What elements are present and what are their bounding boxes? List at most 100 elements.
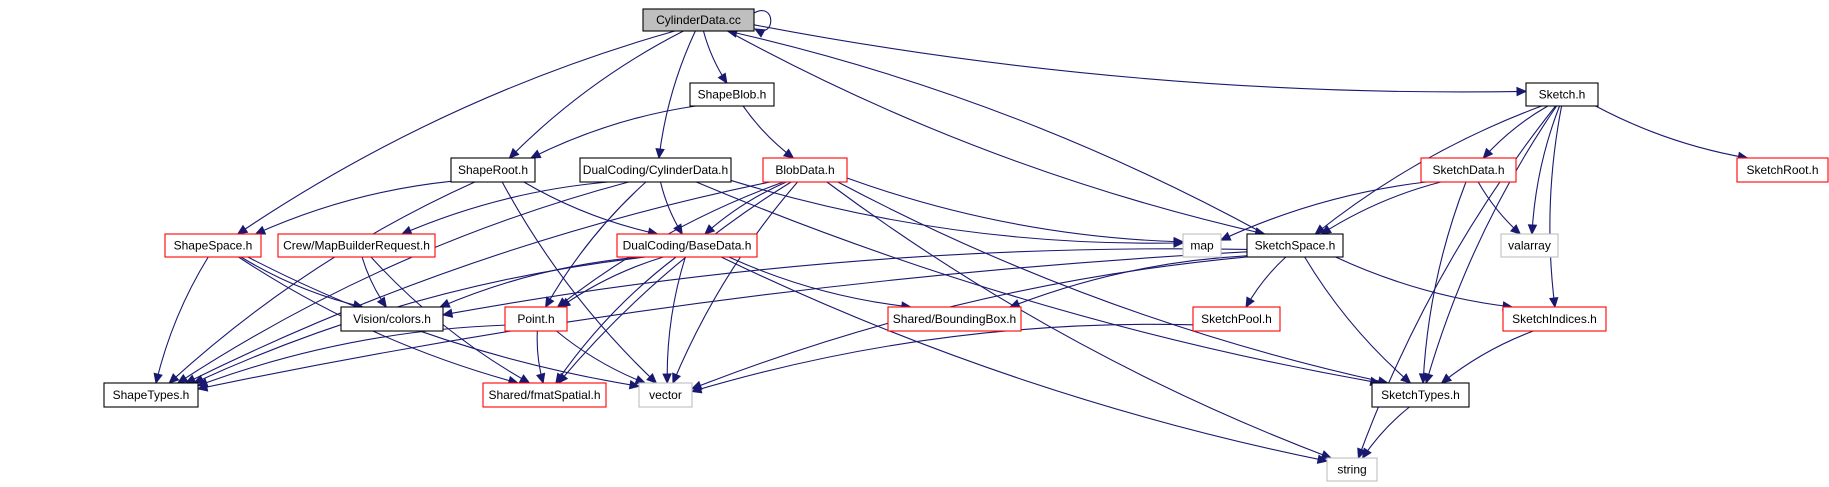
node-label: CylinderData.cc <box>656 13 741 27</box>
edge-arrowhead <box>196 377 209 387</box>
edge-dualcoding-cylinderdata-h-to-point-h <box>545 181 647 309</box>
edge-line <box>1441 330 1534 384</box>
edge-arrowhead <box>555 372 566 385</box>
edge-line <box>1531 105 1561 235</box>
edge-arrowhead <box>1320 450 1333 460</box>
node-label: ShapeSpace.h <box>174 239 253 253</box>
node-sketch-h[interactable]: Sketch.h <box>1525 82 1599 107</box>
edge-arrowhead <box>400 225 413 235</box>
node-label: valarray <box>1508 239 1551 253</box>
edge-sketchindices-h-to-sketchtypes-h <box>1440 330 1534 384</box>
edge-arrowhead <box>376 296 387 309</box>
edge-line <box>155 256 209 384</box>
edge-line <box>523 181 658 235</box>
edge-line <box>728 256 911 308</box>
edge-shapeblob-h-to-shaperoot-h <box>529 105 696 159</box>
node-shaperoot-h[interactable]: ShapeRoot.h <box>450 157 536 183</box>
node-box <box>482 382 607 408</box>
edge-cylinderdata-cc-to-sketch-h <box>753 24 1528 97</box>
node-label: DualCoding/CylinderData.h <box>583 163 728 177</box>
edge-line <box>658 30 696 159</box>
node-point-h[interactable]: Point.h <box>504 306 568 332</box>
node-shared-fmatspatial-h[interactable]: Shared/fmatSpatial.h <box>482 382 607 408</box>
node-shapeblob-h[interactable]: ShapeBlob.h <box>689 82 775 107</box>
node-shapetypes-h[interactable]: ShapeTypes.h <box>103 382 199 408</box>
node-sketchroot-h[interactable]: SketchRoot.h <box>1736 157 1829 183</box>
node-dualcoding-basedata-h[interactable]: DualCoding/BaseData.h <box>616 233 758 258</box>
edges-layer <box>153 10 1749 464</box>
node-box <box>689 82 775 107</box>
node-vision-colors-h[interactable]: Vision/colors.h <box>340 306 444 332</box>
node-cylinderdata-cc[interactable]: CylinderData.cc <box>642 8 755 32</box>
edge-line <box>1595 105 1748 159</box>
node-sketchpool-h[interactable]: SketchPool.h <box>1192 306 1281 332</box>
edge-line <box>691 256 1248 390</box>
node-box <box>1192 306 1281 332</box>
edge-cylinderdata-cc-to-cylinderdata-cc <box>753 10 772 38</box>
node-box <box>340 306 444 332</box>
edge-line <box>1422 181 1467 384</box>
edge-arrowhead <box>545 296 555 309</box>
edge-line <box>672 181 798 384</box>
edge-arrowhead <box>655 147 665 160</box>
edge-line <box>826 181 1332 459</box>
edge-line <box>696 181 1380 384</box>
edge-sketchtypes-h-to-string <box>1361 406 1410 460</box>
node-dualcoding-cylinderdata-h[interactable]: DualCoding/CylinderData.h <box>579 157 732 183</box>
node-label: vector <box>649 388 682 402</box>
edge-line <box>560 256 664 308</box>
edge-dualcoding-cylinderdata-h-to-crew-mapbuilderrequest-h <box>400 181 609 235</box>
edge-cylinderdata-cc-to-shapeblob-h <box>702 30 728 85</box>
edge-blobdata-h-to-string <box>826 181 1333 460</box>
edge-line <box>1482 105 1549 159</box>
edge-arrowhead <box>153 372 163 385</box>
edge-arrowhead <box>690 384 703 394</box>
edge-line <box>439 256 641 308</box>
node-box <box>638 382 693 408</box>
edge-arrowhead <box>1320 224 1332 235</box>
edge-dualcoding-cylinderdata-h-to-dualcoding-basedata-h <box>659 181 683 236</box>
edge-line <box>370 256 530 384</box>
edge-line <box>1220 181 1427 241</box>
node-crew-mapbuilderrequest-h[interactable]: Crew/MapBuilderRequest.h <box>277 233 436 258</box>
edge-line <box>401 181 609 235</box>
edge-line <box>691 323 1194 393</box>
edge-arrowhead <box>168 373 180 384</box>
edge-sketchdata-h-to-valarray <box>1477 181 1522 235</box>
edge-sketchspace-h-to-vision-colors-h <box>441 248 1248 318</box>
edge-arrowhead <box>441 308 454 318</box>
node-shapespace-h[interactable]: ShapeSpace.h <box>164 233 262 258</box>
edge-arrowhead <box>529 149 542 159</box>
edge-arrowhead <box>518 374 531 384</box>
edge-line <box>185 181 771 384</box>
edge-line <box>1362 406 1410 459</box>
edge-line <box>1425 105 1558 384</box>
edge-crew-mapbuilderrequest-h-to-vision-colors-h <box>361 256 387 309</box>
node-shared-boundingbox-h[interactable]: Shared/BoundingBox.h <box>887 306 1022 332</box>
edge-sketchspace-h-to-shared-boundingbox-h <box>1008 255 1248 308</box>
node-label: SketchIndices.h <box>1512 312 1597 326</box>
edge-arrowhead <box>1527 224 1538 236</box>
node-box <box>887 306 1022 332</box>
node-box <box>103 382 199 408</box>
node-box <box>164 233 262 258</box>
node-sketchdata-h[interactable]: SketchData.h <box>1420 157 1517 183</box>
edge-shaperoot-h-to-shapetypes-h <box>168 181 475 384</box>
edge-shaperoot-h-to-vector <box>501 181 658 384</box>
edge-line <box>168 181 475 384</box>
edge-sketchspace-h-to-sketchindices-h <box>1335 256 1514 311</box>
node-label: SketchTypes.h <box>1381 388 1460 402</box>
edge-point-h-to-shapetypes-h <box>196 324 506 387</box>
node-sketchindices-h[interactable]: SketchIndices.h <box>1502 306 1607 332</box>
edge-line <box>1477 181 1521 235</box>
edge-arrowhead <box>704 224 716 235</box>
edge-line <box>509 30 684 159</box>
node-sketchspace-h[interactable]: SketchSpace.h <box>1246 233 1344 258</box>
node-sketchtypes-h[interactable]: SketchTypes.h <box>1371 382 1470 408</box>
node-label: Crew/MapBuilderRequest.h <box>283 239 430 253</box>
edge-cylinderdata-cc-to-sketchspace-h <box>727 30 1266 237</box>
node-blobdata-h[interactable]: BlobData.h <box>762 157 848 183</box>
edge-sketchspace-h-to-cylinderdata-cc <box>726 28 1265 235</box>
edge-line <box>837 181 1388 384</box>
